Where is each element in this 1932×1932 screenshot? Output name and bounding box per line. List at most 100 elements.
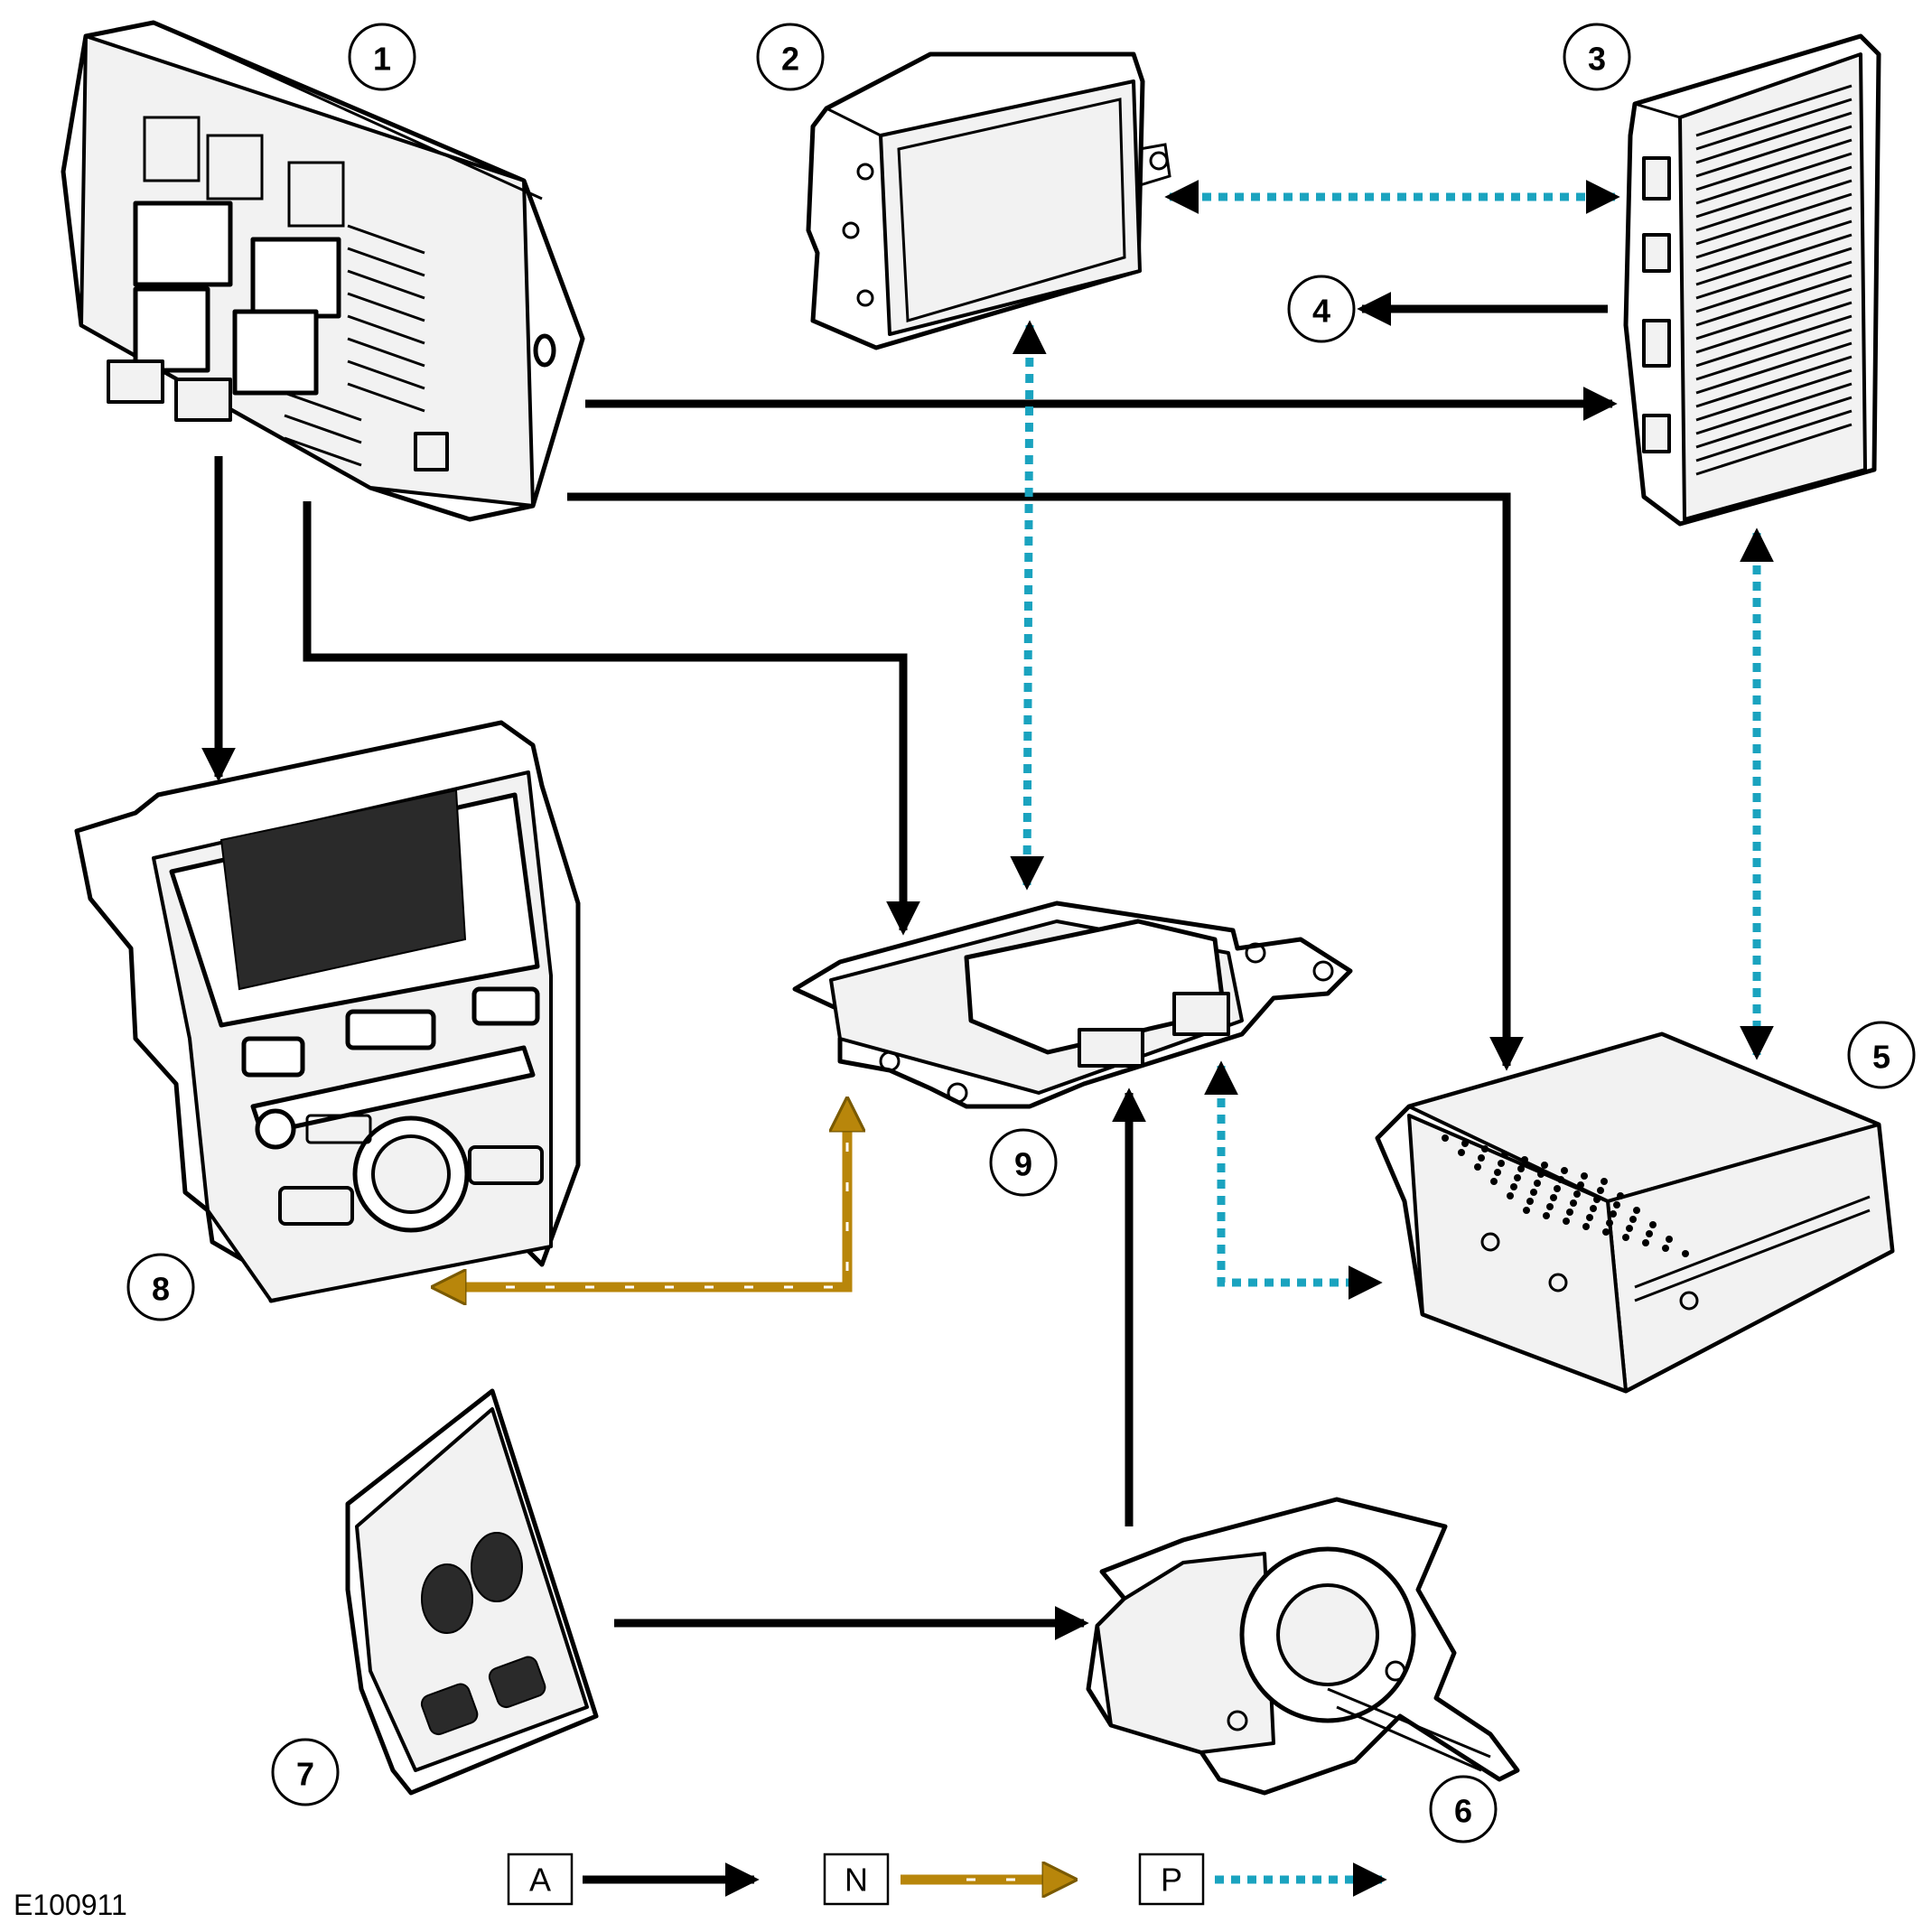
gateway-module xyxy=(792,901,1353,1109)
heatsink-fin xyxy=(1695,369,1853,422)
heatsink-fin xyxy=(1695,125,1853,178)
callout-6: 6 xyxy=(1429,1775,1498,1843)
link-9-to-5 xyxy=(1204,1060,1383,1300)
heatsink-fin xyxy=(1695,111,1853,164)
vent-hole xyxy=(1543,1212,1550,1219)
vent-hole xyxy=(1606,1219,1613,1227)
vent-hole xyxy=(1530,1189,1537,1196)
link-2-to-9 xyxy=(1010,320,1047,891)
vent-hole xyxy=(1582,1223,1590,1230)
vent-hole xyxy=(1613,1201,1620,1209)
heatsink-fin xyxy=(1695,355,1853,408)
vent-hole xyxy=(1523,1207,1530,1214)
svg-text:6: 6 xyxy=(1454,1793,1472,1830)
vent-hole xyxy=(1510,1183,1517,1190)
key-a: A xyxy=(507,1853,574,1906)
vent-hole xyxy=(1662,1245,1669,1252)
svg-text:P: P xyxy=(1161,1862,1182,1899)
heatsink-fin xyxy=(1695,260,1853,313)
vent-hole xyxy=(1602,1228,1610,1236)
vent-hole xyxy=(1682,1250,1689,1257)
heatsink-fin xyxy=(1695,301,1853,354)
vent-hole xyxy=(1501,1151,1508,1158)
svg-text:7: 7 xyxy=(296,1756,314,1793)
heatsink-fin xyxy=(1695,84,1853,137)
svg-text:A: A xyxy=(529,1862,551,1899)
svg-text:3: 3 xyxy=(1588,41,1606,78)
heatsink-fin xyxy=(1695,165,1853,219)
heatsink-fin xyxy=(1695,98,1853,151)
vent-hole xyxy=(1649,1221,1657,1228)
vent-hole xyxy=(1537,1171,1545,1178)
vent-hole xyxy=(1642,1239,1649,1246)
vent-hole xyxy=(1617,1192,1624,1199)
vent-hole xyxy=(1541,1162,1548,1169)
vent-hole xyxy=(1597,1187,1604,1194)
heatsink-fin xyxy=(1695,409,1853,462)
svg-text:2: 2 xyxy=(781,41,799,78)
callout-7: 7 xyxy=(271,1738,340,1806)
svg-text:4: 4 xyxy=(1312,293,1330,330)
heatsink-fin xyxy=(1695,206,1853,259)
vent-hole xyxy=(1566,1209,1573,1216)
heatsink-fin xyxy=(1695,341,1853,395)
vent-hole xyxy=(1557,1176,1564,1183)
heatsink-fin xyxy=(1695,382,1853,435)
vent-hole xyxy=(1458,1149,1465,1156)
vent-hole xyxy=(1629,1216,1637,1223)
callout-9: 9 xyxy=(989,1128,1058,1197)
callout-4: 4 xyxy=(1287,275,1356,343)
link-8-to-9 xyxy=(438,1104,847,1287)
heatsink-fin xyxy=(1695,328,1853,381)
fuse-box-module xyxy=(61,20,585,522)
callout-3: 3 xyxy=(1563,23,1631,91)
heatsink-fin xyxy=(1695,179,1853,232)
link-1-to-9 xyxy=(303,501,920,936)
heatsink-fin xyxy=(1695,314,1853,368)
svg-text:1: 1 xyxy=(373,41,391,78)
vent-hole xyxy=(1521,1156,1528,1163)
vent-hole xyxy=(1442,1134,1449,1142)
vent-hole xyxy=(1554,1185,1561,1192)
vent-hole xyxy=(1546,1203,1554,1210)
display-unit-module xyxy=(806,51,1171,350)
figure-id: E100911 xyxy=(14,1889,127,1921)
heatsink-fin xyxy=(1695,423,1853,476)
svg-text:8: 8 xyxy=(152,1271,170,1308)
vent-hole xyxy=(1461,1140,1469,1147)
vent-hole xyxy=(1570,1199,1577,1207)
vent-hole xyxy=(1646,1230,1653,1237)
key-legend: A N P xyxy=(507,1853,1387,1906)
vent-hole xyxy=(1610,1210,1617,1218)
vent-hole xyxy=(1577,1181,1584,1189)
vent-hole xyxy=(1507,1192,1514,1199)
heatsink-fin xyxy=(1695,138,1853,191)
vent-hole xyxy=(1563,1218,1570,1225)
vent-hole xyxy=(1481,1145,1489,1153)
switch-pack-module xyxy=(345,1388,599,1796)
vent-hole xyxy=(1490,1178,1498,1185)
vent-hole xyxy=(1474,1163,1481,1171)
callout-1: 1 xyxy=(348,23,416,91)
vent-hole xyxy=(1586,1214,1593,1221)
vent-hole xyxy=(1517,1165,1525,1172)
heatsink-fin xyxy=(1695,233,1853,286)
svg-text:N: N xyxy=(845,1862,868,1899)
vent-hole xyxy=(1498,1160,1505,1167)
vent-hole xyxy=(1514,1174,1521,1181)
vent-hole xyxy=(1601,1178,1608,1185)
heatsink-fin xyxy=(1695,152,1853,205)
vent-hole xyxy=(1534,1180,1541,1187)
clockspring-module xyxy=(1086,1497,1520,1796)
vent-hole xyxy=(1550,1194,1557,1201)
heatsink-fin xyxy=(1695,274,1853,327)
vent-hole xyxy=(1494,1169,1501,1176)
callout-5: 5 xyxy=(1847,1021,1916,1089)
vent-hole xyxy=(1633,1207,1640,1214)
vent-hole xyxy=(1573,1190,1581,1198)
heatsink-fin xyxy=(1695,219,1853,273)
amplifier-module xyxy=(1623,33,1881,527)
heatsink-fin xyxy=(1695,287,1853,341)
vent-hole xyxy=(1526,1198,1534,1205)
